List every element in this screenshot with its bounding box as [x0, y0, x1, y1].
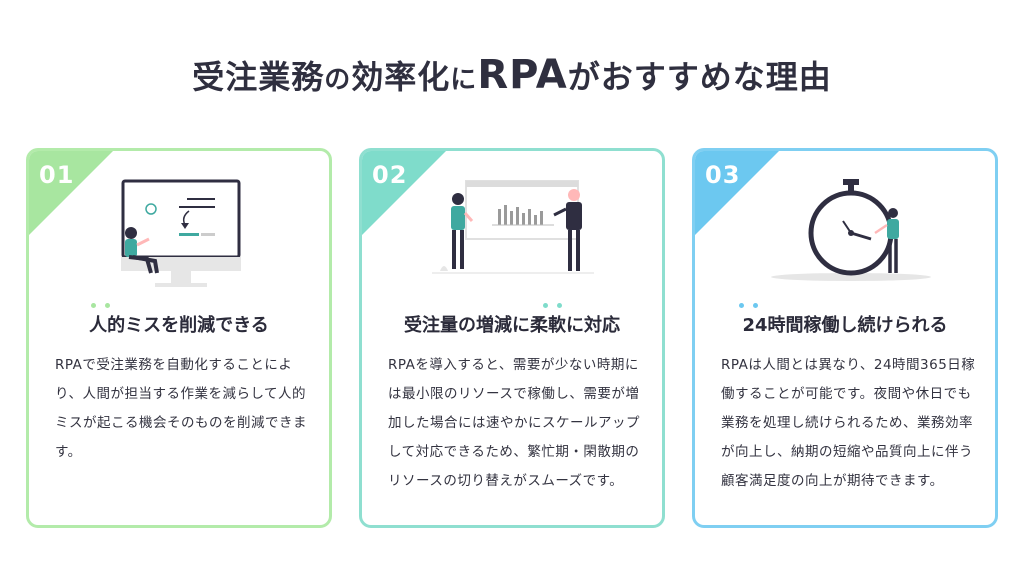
title-segment: がおすすめな理由 — [567, 58, 832, 96]
accent-dot — [739, 303, 744, 308]
title-segment: 効率化 — [351, 58, 451, 96]
card-body: RPAは人間とは異なり、24時間365日稼働することが可能です。夜間や休日でも業… — [721, 357, 976, 489]
accent-dots — [695, 303, 995, 309]
card-heading: 人的ミスを削減できる — [89, 315, 269, 336]
title-segment: の — [324, 65, 352, 95]
reason-card-1: 01 人的ミスを削減できる RPAで受注業務を自動化することにより、人間が担当す… — [26, 148, 332, 528]
reason-card-3: 03 24時間稼働し続けられる RPAは人間とは異なり、24時間365日稼働する… — [692, 148, 998, 528]
title-segment: 受注業務 — [192, 58, 325, 96]
accent-dot — [557, 303, 562, 308]
card-heading: 受注量の増減に柔軟に対応 — [404, 315, 620, 336]
corner-ribbon — [362, 151, 446, 235]
card-number: 02 — [372, 161, 408, 189]
card-body: RPAを導入すると、需要が少ない時期には最小限のリソースで稼働し、需要が増加した… — [388, 357, 640, 489]
corner-ribbon — [695, 151, 779, 235]
accent-dot — [753, 303, 758, 308]
corner-ribbon — [29, 151, 113, 235]
reason-card-2: 02 受注量の増減に — [359, 148, 665, 528]
presentation-illustration — [432, 180, 594, 274]
accent-dot — [91, 303, 96, 308]
accent-dot — [105, 303, 110, 308]
title-segment: RPA — [477, 52, 568, 98]
stopwatch-illustration — [771, 179, 931, 281]
page-title: 受注業務の効率化にRPAがおすすめな理由 — [0, 52, 1024, 98]
accent-dots — [29, 303, 329, 309]
accent-dots — [362, 303, 662, 309]
card-number: 03 — [705, 161, 741, 189]
monitor-illustration — [121, 179, 241, 287]
card-body: RPAで受注業務を自動化することにより、人間が担当する作業を減らして人的ミスが起… — [55, 357, 307, 460]
title-segment: に — [450, 65, 478, 95]
card-heading: 24時間稼働し続けられる — [742, 315, 948, 336]
card-number: 01 — [39, 161, 75, 189]
accent-dot — [543, 303, 548, 308]
